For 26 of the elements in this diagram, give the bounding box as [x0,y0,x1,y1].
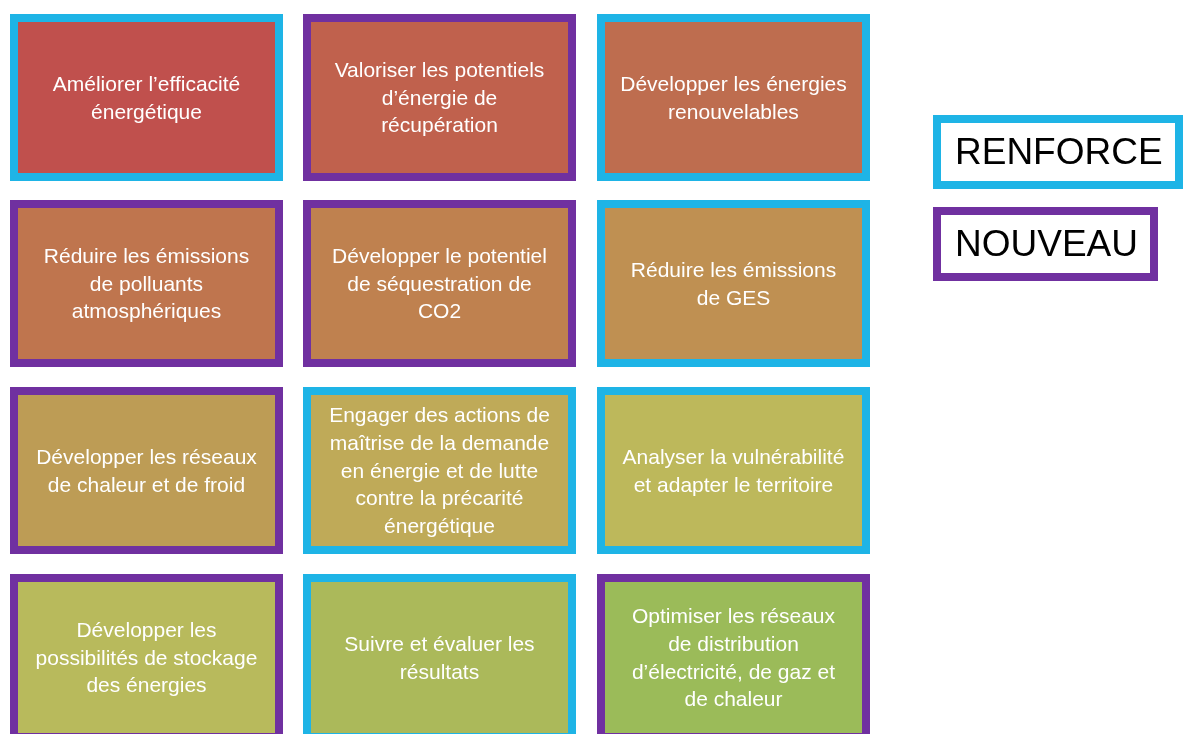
objective-tile [10,574,283,734]
objective-label: Réduire les émissions de GES [629,256,838,311]
objective-tile [10,387,283,554]
legend-label: NOUVEAU [955,223,1138,265]
legend-label: RENFORCE [955,131,1163,173]
objective-tile [597,200,870,367]
objective-tile [10,200,283,367]
objective-tile [303,387,576,554]
objective-tile [597,14,870,181]
objective-label: Développer le potentiel de séquestration de CO2 [331,242,548,325]
objective-label: Suivre et évaluer les résultats [343,630,536,685]
objective-label: Analyser la vulnérabilité et adapter le territoire [621,443,846,498]
objective-label: Développer les possibilités de stockage des énergies [34,616,259,699]
objective-label: Engager des actions de maîtrise de la demande en énergie et de lutte contre la précarité énergétique [328,402,551,540]
objective-label: Valoriser les potentiels d’énergie de récupération [333,56,546,139]
objective-tile [597,387,870,554]
objective-label: Développer les réseaux de chaleur et de froid [35,443,258,498]
objective-tile [597,574,870,734]
objective-tile [303,200,576,367]
objective-tile [10,14,283,181]
objective-label: Développer les énergies renouvelables [619,70,848,125]
objective-tile [303,574,576,734]
objective-label: Optimiser les réseaux de distribution d’électricité, de gaz et de chaleur [630,603,837,713]
objective-tile [303,14,576,181]
objective-label: Améliorer l’efficacité énergétique [51,70,242,125]
objective-label: Réduire les émissions de polluants atmosphériques [42,242,251,325]
